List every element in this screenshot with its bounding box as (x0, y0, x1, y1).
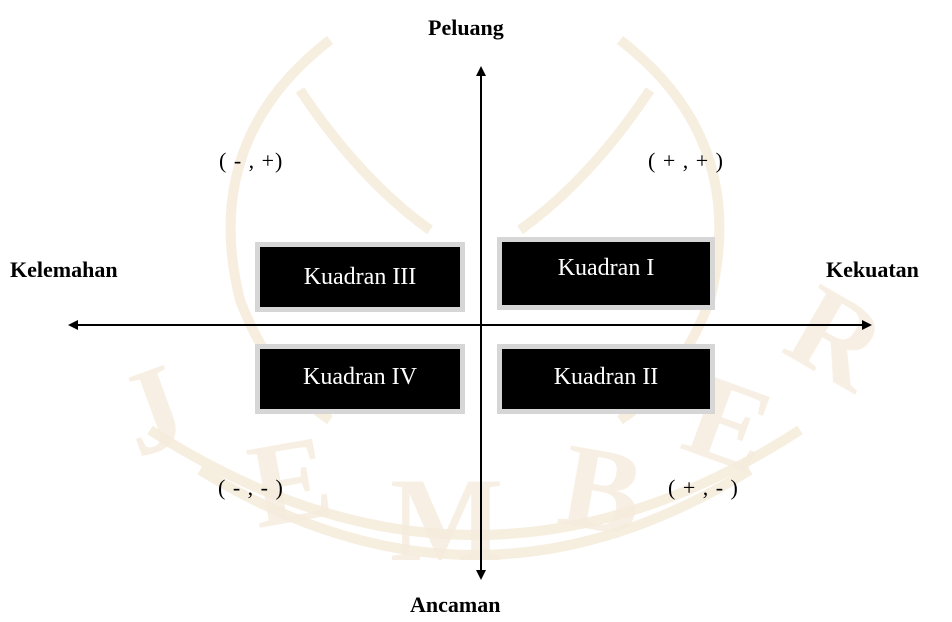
sign-quadrant-iv: ( - , - ) (218, 475, 284, 500)
axis-label-bottom: Ancaman (410, 592, 501, 617)
quadrant-i-box: Kuadran I (502, 242, 710, 305)
sign-quadrant-ii: ( + , - ) (668, 475, 739, 500)
axis-label-left: Kelemahan (10, 257, 118, 282)
sign-quadrant-iii: ( - , +) (219, 148, 284, 173)
quadrant-ii-box: Kuadran II (502, 349, 710, 409)
axis-label-top: Peluang (428, 15, 504, 40)
quadrant-iii-box: Kuadran III (260, 247, 460, 307)
watermark-letter-m: M (390, 453, 503, 586)
axis-label-right: Kekuatan (826, 257, 919, 282)
sign-quadrant-i: ( + , + ) (648, 148, 724, 173)
quadrant-iv-box: Kuadran IV (260, 349, 460, 409)
